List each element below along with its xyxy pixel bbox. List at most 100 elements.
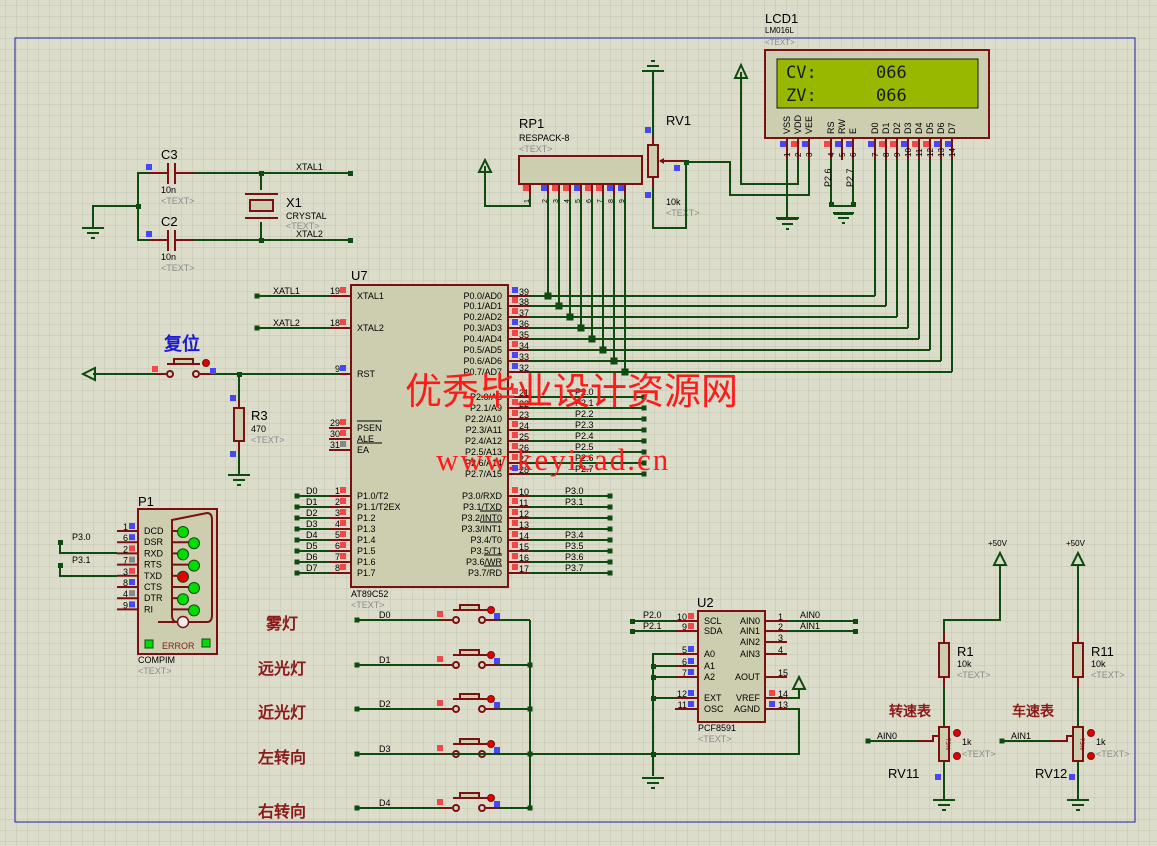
- u7-pin-number: 23: [519, 410, 529, 420]
- junction: [588, 335, 596, 343]
- sensor-circuits: +50VR110k<TEXT>转速表73%1k<TEXT>RV11AIN0+50…: [865, 539, 1130, 811]
- u2-type: PCF8591: [698, 723, 736, 733]
- net-label: D3: [306, 519, 318, 529]
- lcd-text: <TEXT>: [765, 38, 795, 47]
- u2-pin-number: 3: [778, 633, 783, 643]
- u7-pin-name: P1.7: [357, 568, 376, 578]
- pin-marker: [688, 646, 694, 652]
- u7-pin-name: P1.1/T2EX: [357, 502, 401, 512]
- r-ref: R11: [1091, 644, 1114, 659]
- u7-pin-name: P3.2/INT0: [461, 513, 502, 523]
- r-ref: R1: [957, 644, 974, 659]
- pin-marker: [512, 553, 518, 559]
- rv11-component[interactable]: 73%1k<TEXT>RV11: [888, 726, 996, 781]
- pin-marker: [340, 564, 346, 570]
- r-text: <TEXT>: [957, 670, 991, 680]
- decrease-icon: [953, 752, 961, 760]
- pin-marker: [585, 185, 591, 191]
- x1-type: CRYSTAL: [286, 211, 327, 221]
- status-led-icon: [188, 604, 200, 617]
- increase-icon: [953, 729, 961, 737]
- data-bus-wires: [530, 160, 953, 376]
- net-label: P2.6: [575, 453, 594, 463]
- lcd-pin-name: D5: [925, 122, 935, 134]
- button-label: 雾灯: [265, 614, 298, 633]
- x1-ref: X1: [286, 195, 302, 210]
- rv12-component[interactable]: 73%1k<TEXT>RV12: [1035, 726, 1130, 781]
- pushbutton-d2[interactable]: D2: [354, 693, 533, 713]
- pin-marker: [494, 747, 500, 753]
- u7-pin-name: P0.7/AD7: [463, 367, 502, 377]
- pin-marker: [340, 365, 346, 371]
- power-terminal-icon: [791, 674, 807, 690]
- ground-icon: [642, 777, 664, 789]
- wiper-arrow-icon: [659, 158, 664, 164]
- wiper: [918, 735, 938, 742]
- junction: [641, 405, 647, 411]
- lcd-line1-value: 066: [876, 63, 907, 83]
- u2-pin-name: A0: [704, 649, 715, 659]
- pin-marker: [129, 601, 135, 608]
- p1-pin-number: 7: [123, 556, 128, 566]
- pin-marker: [512, 388, 518, 394]
- reset-terminal-icon: [80, 366, 96, 382]
- pushbutton-d1[interactable]: D1: [354, 649, 533, 669]
- p1-pin-name: RXD: [144, 548, 164, 558]
- pin-marker: [512, 308, 518, 314]
- status-led-icon: [177, 570, 189, 583]
- net-label: P2.7: [575, 464, 594, 474]
- u7-pin-number: 26: [519, 443, 529, 453]
- net-label: D0: [306, 486, 318, 496]
- u7-pin-number: 32: [519, 363, 529, 373]
- status-led-icon: [188, 559, 200, 572]
- lcd-line2-label: ZV:: [786, 86, 817, 106]
- pin-marker: [512, 352, 518, 358]
- button-label: 左转向: [257, 748, 306, 767]
- x1-component[interactable]: X1 CRYSTAL <TEXT>: [245, 193, 327, 231]
- c3-component[interactable]: C3 10n <TEXT>: [146, 147, 195, 206]
- u7-pin-name: P2.0/A8: [470, 392, 502, 402]
- ground-icon: [642, 60, 664, 72]
- junction: [254, 293, 260, 299]
- rv1-component[interactable]: RV1 10k <TEXT>: [645, 70, 700, 218]
- pushbutton-d0[interactable]: D0: [354, 604, 531, 624]
- pin-marker: [494, 613, 500, 619]
- c3-value: 10n: [161, 185, 176, 195]
- junction: [577, 324, 585, 332]
- r3-component[interactable]: R3 470 <TEXT>: [230, 395, 285, 457]
- reset-button[interactable]: [152, 358, 216, 378]
- lcd-pin-number: 5: [838, 152, 847, 157]
- lcd-screen: [776, 58, 979, 109]
- u7-pin-number: 1: [335, 486, 340, 496]
- rp1-pin-number: 9: [619, 199, 626, 203]
- net-label: P2.0: [575, 387, 594, 397]
- u7-pin-name: P3.7/RD: [468, 568, 503, 578]
- junction: [294, 570, 300, 576]
- c2-component[interactable]: C2 10n <TEXT>: [146, 214, 195, 273]
- net-label-p31: P3.1: [72, 555, 91, 565]
- pot-value: 1k: [962, 737, 972, 747]
- lcd-component[interactable]: LCD1 LM016L <TEXT> CV: 066 ZV: 066 VSS1V…: [764, 11, 990, 160]
- u7-pin-number: 6: [335, 541, 340, 551]
- pin-marker: [340, 419, 346, 425]
- junction: [294, 493, 300, 499]
- pin-marker: [769, 690, 775, 696]
- status-led-icon: [188, 582, 200, 594]
- p1-ref: P1: [138, 494, 154, 509]
- net-label: D7: [306, 563, 318, 573]
- u2-pin-name: AIN2: [740, 637, 760, 647]
- p1-pin-name: RI: [144, 604, 153, 614]
- junction: [254, 325, 260, 331]
- pushbutton-d4[interactable]: D4: [354, 792, 533, 812]
- p1-pin-name: RTS: [144, 560, 162, 570]
- u7-pin-number: 21: [519, 388, 529, 398]
